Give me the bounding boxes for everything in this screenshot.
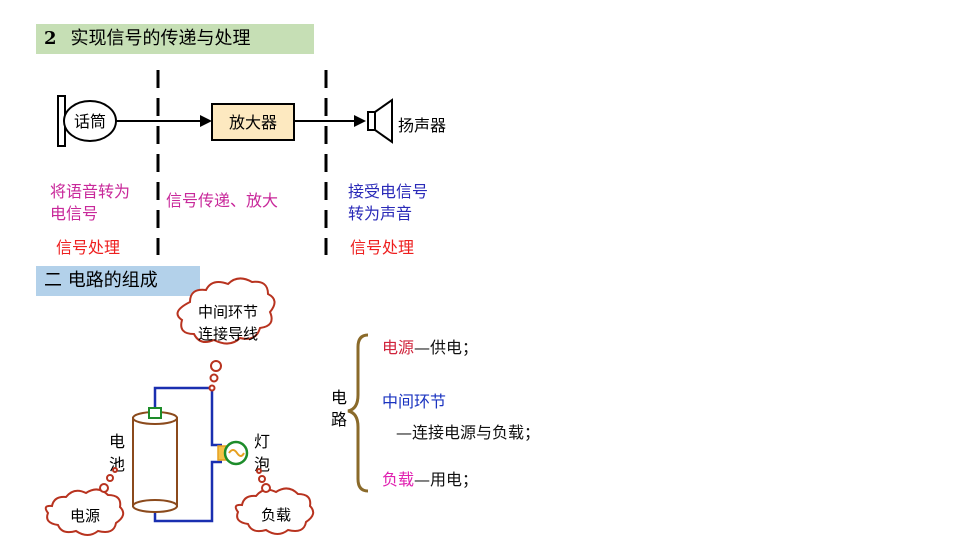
microphone-icon xyxy=(57,95,117,147)
summary-term-load: 负载 xyxy=(382,470,415,489)
note-speaker-process: 信号处理 xyxy=(350,238,415,257)
note-mic-line1: 将语音转为 xyxy=(50,182,131,201)
note-speaker-line1: 接受电信号 xyxy=(348,182,429,201)
battery-label-1: 电 xyxy=(109,432,125,451)
arrow-head-2 xyxy=(354,115,366,127)
speaker-icon xyxy=(367,98,393,144)
summary-desc-load: —用电； xyxy=(414,470,479,489)
summary-brace xyxy=(347,333,369,493)
cloud-source-label: 电源 xyxy=(70,507,100,525)
brace-label-2: 路 xyxy=(331,410,347,429)
cloud-callout-source xyxy=(44,467,125,536)
note-speaker-line2: 转为声音 xyxy=(348,204,413,223)
arrow-head-1 xyxy=(200,115,212,127)
note-mic-process: 信号处理 xyxy=(56,238,121,257)
summary-term-middle: 中间环节 xyxy=(382,392,447,411)
summary-desc-source: —供电； xyxy=(414,338,479,357)
brace-label-1: 电 xyxy=(331,388,347,407)
summary-item-source: 电源—供电； xyxy=(382,337,478,359)
battery-icon xyxy=(132,407,178,513)
section-1-number: 2 xyxy=(44,28,57,49)
note-mic-line2: 电信号 xyxy=(50,204,99,223)
section-1-title: 2 实现信号的传递与处理 xyxy=(36,24,314,54)
summary-desc-middle: —连接电源与负载； xyxy=(396,423,541,442)
cloud-load-label: 负载 xyxy=(261,506,291,524)
section-2-title: 二 电路的组成 xyxy=(36,266,200,296)
speaker-label: 扬声器 xyxy=(398,116,446,135)
cloud-callout-middle xyxy=(176,277,276,392)
note-transfer: 信号传递、放大 xyxy=(166,191,279,210)
bulb-label-1: 灯 xyxy=(254,432,270,451)
cloud-middle-line1: 中间环节 xyxy=(198,303,258,321)
cloud-middle-line2: 连接导线 xyxy=(198,325,258,343)
amplifier-label: 放大器 xyxy=(229,113,277,132)
bulb-icon xyxy=(217,440,249,466)
cloud-callout-load xyxy=(234,468,315,535)
summary-term-source: 电源 xyxy=(382,338,415,357)
summary-item-load: 负载—用电； xyxy=(382,469,478,491)
microphone-label: 话筒 xyxy=(74,112,106,131)
section-1-heading: 实现信号的传递与处理 xyxy=(70,28,251,49)
